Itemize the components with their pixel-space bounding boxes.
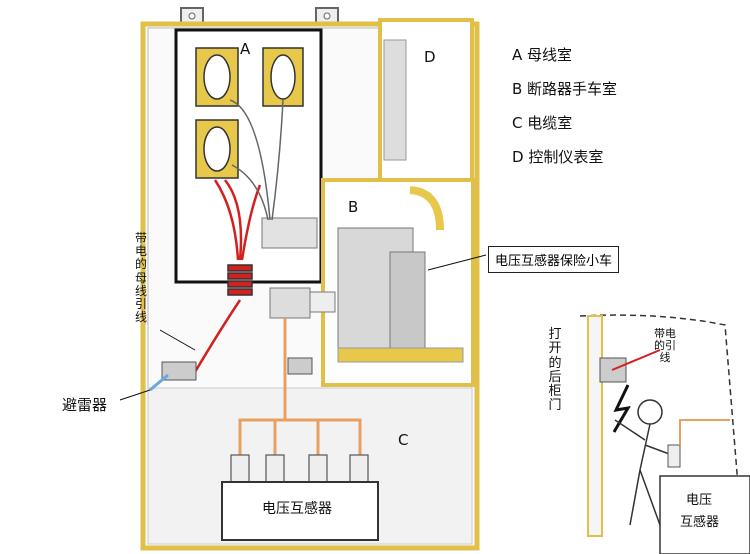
legend-item: D 控制仪表室	[512, 148, 604, 166]
vt-cables	[238, 318, 362, 455]
current-transformer	[227, 264, 253, 296]
callout-pt-fuse-truck: 电压互感器保险小车	[488, 246, 620, 273]
inset-live-lead: 带电的引线	[654, 327, 676, 365]
vt-body	[221, 481, 379, 541]
label-compartment-a: A	[240, 40, 251, 58]
inset-vt-line2: 互感器	[680, 515, 720, 530]
legend-item: C 电缆室	[512, 114, 573, 132]
legend: A 母线室 B 断路器手车室 C 电缆室 D 控制仪表室	[512, 44, 617, 180]
callout-live-busbar-lead: 带电的母线引线	[134, 231, 147, 325]
label-compartment-c: C	[398, 431, 409, 449]
callout-voltage-transformer: 电压互感器	[262, 501, 332, 517]
inset-scene	[579, 314, 750, 554]
busbar-bushings	[195, 47, 304, 179]
legend-item: A 母线室	[512, 46, 573, 64]
callout-surge-arrester: 避雷器	[62, 396, 108, 414]
surge-arrester-shape	[149, 361, 197, 392]
vt-bushings	[230, 454, 369, 484]
legend-item: B 断路器手车室	[512, 80, 618, 98]
busbar-leads	[193, 179, 262, 373]
label-compartment-d: D	[424, 48, 436, 66]
inset-open-rear-door: 打开的后柜门	[548, 327, 562, 414]
inset-vt-line1: 电压	[686, 493, 713, 508]
label-compartment-b: B	[348, 198, 359, 216]
